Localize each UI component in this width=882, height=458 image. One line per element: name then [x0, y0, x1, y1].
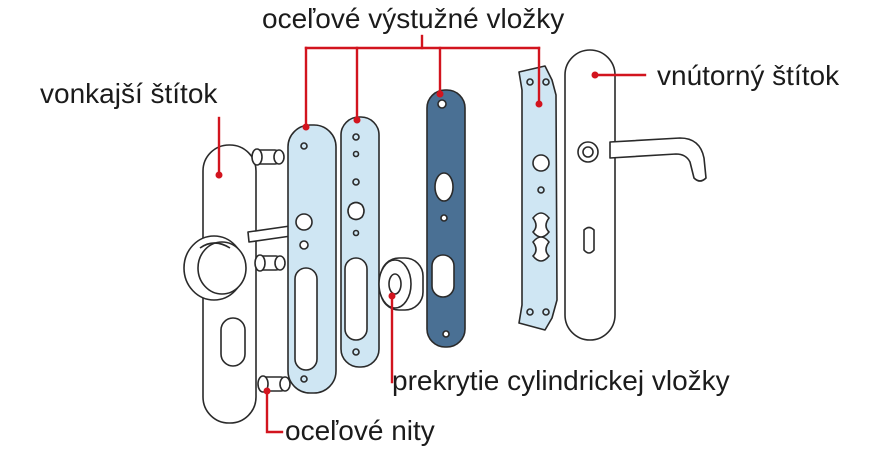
leader-rivets [265, 389, 284, 434]
cylinder-cover [378, 257, 424, 311]
label-steel-rivets: oceľové nity [285, 415, 435, 446]
rivet [254, 254, 286, 272]
label-outer-plate: vonkajší štítok [40, 78, 218, 109]
steel-insert-4 [518, 65, 558, 331]
label-cylinder-cover: prekrytie cylindrickej vložky [392, 365, 730, 396]
label-inner-plate: vnútorný štítok [657, 60, 840, 91]
steel-insert-3-dark [426, 89, 466, 348]
steel-rivets [251, 148, 291, 393]
outer-plate [183, 144, 292, 424]
leader-dots [215, 71, 599, 395]
steel-insert-2 [340, 116, 380, 368]
steel-insert-1 [287, 124, 337, 394]
leader-lines [217, 34, 647, 434]
label-steel-inserts: oceľové výstužné vložky [262, 3, 565, 34]
rivet [257, 375, 291, 393]
inner-plate [564, 49, 707, 341]
rivet [251, 148, 285, 166]
